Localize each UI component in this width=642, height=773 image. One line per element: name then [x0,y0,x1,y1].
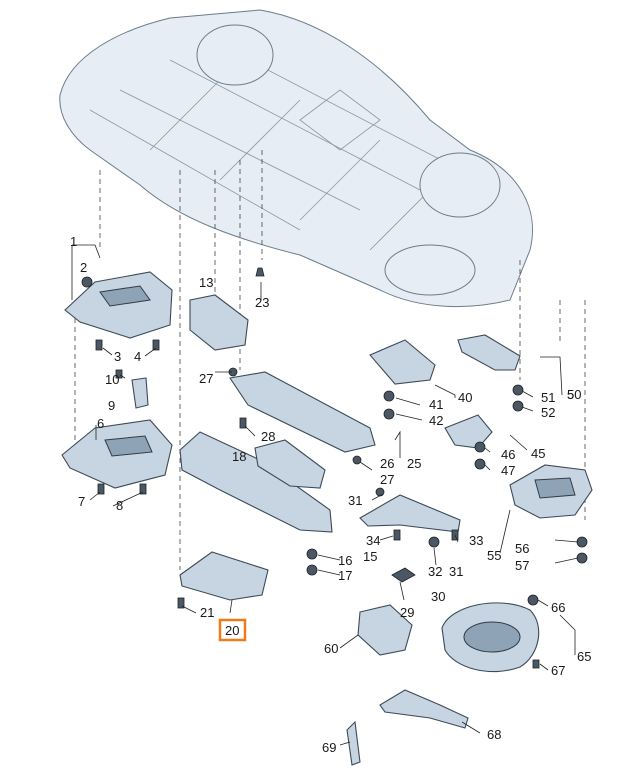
callout: 65 [577,649,591,664]
callout: 4 [134,349,141,364]
callout: 15 [363,549,377,564]
callout: 27 [380,472,394,487]
callout: 68 [487,727,501,742]
callout: 42 [429,413,443,428]
car-underbody [59,9,533,308]
part-25-panel [229,371,376,453]
callout: 7 [78,494,85,509]
part-20-panel [179,551,269,601]
callout: 29 [400,605,414,620]
callout: 3 [114,349,121,364]
part-30-panel [359,494,461,533]
part-6-shield [61,419,173,489]
part-50-panel [457,334,521,371]
callout: 40 [458,390,472,405]
callout: 50 [567,387,581,402]
callout: 67 [551,663,565,678]
part-65-liner [441,602,540,673]
part-18-panel [179,431,333,533]
callout-highlighted: 20 [225,623,239,638]
part-69-bracket [346,720,361,766]
callout: 31 [348,493,362,508]
callout: 28 [261,429,275,444]
callout: 27 [199,371,213,386]
callout: 45 [531,446,545,461]
callout: 55 [487,548,501,563]
highlighted-callout-20: 20 [218,618,247,642]
callout: 56 [515,541,529,556]
callout: 33 [469,533,483,548]
callout: 57 [515,558,529,573]
callout: 26 [380,456,394,471]
callout: 13 [199,275,213,290]
part-45-panel [444,414,493,449]
callout: 17 [338,568,352,583]
callout: 47 [501,463,515,478]
callout: 32 [428,564,442,579]
part-68-bracket [379,689,469,729]
callout: 41 [429,397,443,412]
callout: 2 [80,260,87,275]
callout: 1 [70,234,77,249]
leader-lines [71,244,579,746]
part-40-panel [369,339,436,385]
callout: 69 [322,740,336,755]
callout: 16 [338,553,352,568]
callout: 10 [105,372,119,387]
part-13-panel [189,294,249,351]
part-55-panel [509,464,593,519]
callout: 46 [501,447,515,462]
callout: 25 [407,456,421,471]
callout: 52 [541,405,555,420]
callout: 9 [108,398,115,413]
callout: 21 [200,605,214,620]
callout: 51 [541,390,555,405]
callout: 18 [232,449,246,464]
part-28-panel [254,439,326,489]
callout: 60 [324,641,338,656]
callout: 8 [116,498,123,513]
part-1-shield [64,271,173,339]
callout-labels: 1 2 3 4 5 6 7 8 9 10 13 15 16 17 18 20 2… [70,234,591,755]
callout: 31 [449,564,463,579]
callout: 34 [366,533,380,548]
part-9-bracket [131,377,149,409]
callout: 6 [97,416,104,431]
callout: 23 [255,295,269,310]
callout: 30 [431,589,445,604]
callout: 66 [551,600,565,615]
callout: 5 [567,387,574,402]
